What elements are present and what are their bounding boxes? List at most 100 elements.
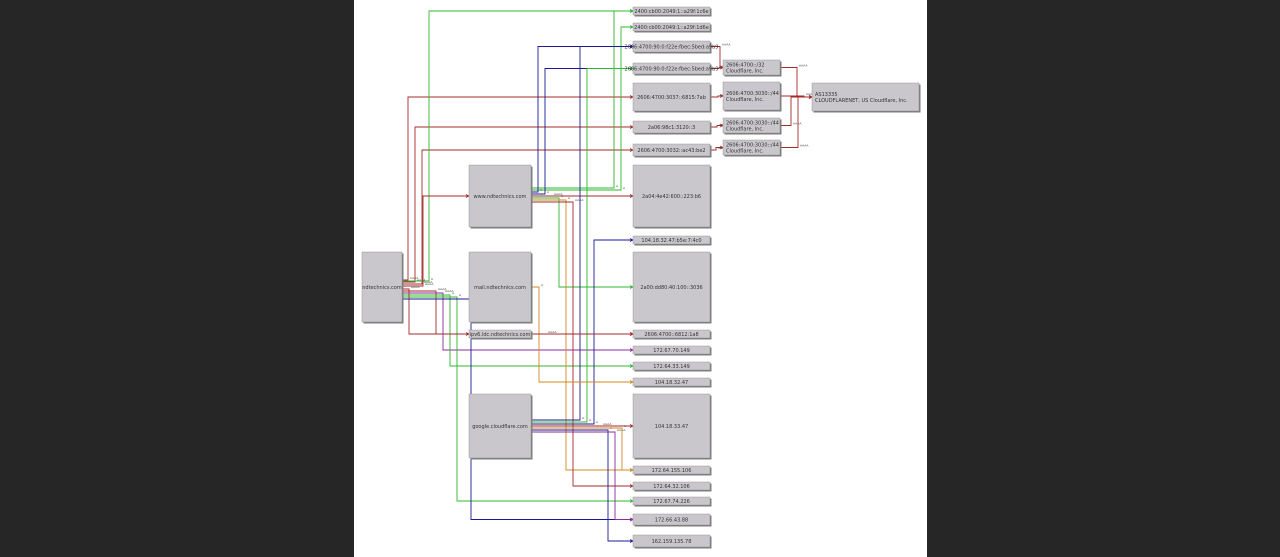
- edge-label: A: [547, 190, 550, 194]
- edge-root-n_pass: [402, 288, 469, 335]
- node-box: [722, 139, 781, 156]
- node-n_www[interactable]: www.ndtechnics.com: [468, 164, 533, 229]
- node-v6_2[interactable]: 2400:cb00:2049:1::a29f:1d6e: [632, 22, 712, 33]
- edge-n_google-v4_10: [531, 429, 633, 542]
- edge-label: A: [589, 418, 592, 422]
- node-label: 2606:4700:3030::/44: [726, 142, 779, 148]
- edge-n_www-v6_1: [531, 10, 633, 189]
- node-v6_5[interactable]: 2606:4700:3037::6815:7ab: [632, 82, 712, 113]
- node-label: 2400:cb00:2049:1::a29f:1c6e: [634, 9, 708, 15]
- edge-n_www-v4_6: [531, 199, 633, 471]
- node-box: [632, 377, 711, 387]
- node-v4_5[interactable]: 104.18.32.47: [632, 377, 712, 388]
- node-label: CLOUDFLARENET, US Cloudflare, Inc.: [815, 98, 908, 104]
- edge-n_mail-v4_5: [531, 286, 633, 383]
- node-box: [632, 513, 711, 526]
- node-box: [811, 82, 920, 112]
- node-v4_8[interactable]: 172.67.74.226: [632, 496, 712, 507]
- edge-label: AAAA: [425, 282, 434, 286]
- edge-label: A: [624, 424, 627, 428]
- node-v6_1[interactable]: 2400:cb00:2049:1::a29f:1c6e: [632, 6, 712, 17]
- node-box: [632, 329, 711, 339]
- node-label: google.cloudflare.com: [472, 424, 528, 430]
- node-label: Cloudflare, Inc.: [726, 126, 764, 132]
- node-n_pass[interactable]: ipv6.ldc.ndtechnics.com: [468, 329, 533, 340]
- edge-root-v6_1: [402, 10, 633, 282]
- node-label: ipv6.ldc.ndtechnics.com: [470, 332, 531, 338]
- node-box: [632, 465, 711, 475]
- edge-label: A: [616, 184, 619, 188]
- edge-v6_7-net_4: [710, 147, 723, 151]
- edge-n_google-v6_4: [531, 68, 633, 423]
- node-box: [632, 62, 711, 75]
- node-v6_3[interactable]: 2606:4700:90:0:f22e:fbec:5bed:a9b9: [625, 40, 719, 54]
- edge-root-v6_7: [402, 149, 633, 285]
- node-label: 104.18.32.47: [655, 380, 688, 386]
- node-v4_big3[interactable]: 104.18.33.47: [632, 393, 712, 460]
- node-v6_6[interactable]: 2a06:98c1:3120::3: [632, 120, 712, 135]
- node-n_mail[interactable]: mail.ndtechnics.com: [468, 251, 533, 324]
- node-box: [468, 251, 532, 323]
- node-label: 2606:4700:3030::/44: [726, 91, 779, 97]
- edge-label: A: [459, 293, 462, 297]
- node-label: Cloudflare, Inc.: [726, 68, 764, 74]
- node-v4_6[interactable]: 172.64.155.106: [632, 465, 712, 476]
- node-box: [468, 329, 532, 339]
- node-v6_big1[interactable]: 2a04:4e42:600::223:b6: [632, 164, 712, 229]
- node-box: [632, 164, 711, 228]
- node-box: [632, 6, 711, 16]
- node-label: 2606:4700:3030::/44: [726, 120, 779, 126]
- node-label: mail.ndtechnics.com: [474, 285, 526, 291]
- edge-root-v4_4: [402, 294, 633, 367]
- node-v4_9[interactable]: 172.66.43.88: [632, 513, 712, 527]
- node-box: [632, 534, 711, 548]
- edge-label: AAAA: [800, 144, 809, 148]
- node-label: 2606:4700::6812:1a8: [644, 332, 698, 338]
- edge-label: AAAA: [806, 92, 815, 96]
- node-v4_1[interactable]: 104.18.32.47:b5e:7:4c0: [632, 235, 712, 246]
- node-v4_4[interactable]: 172.64.33.149: [632, 361, 712, 372]
- node-label: 2606:4700:3032::ac43:be2: [637, 148, 705, 154]
- edge-label: AAAA: [548, 330, 557, 334]
- node-box: [632, 251, 711, 323]
- node-label: 172.67.70.149: [653, 348, 690, 354]
- node-v4_big2[interactable]: 2a00:dd80:40:100::3036: [632, 251, 712, 324]
- edge-root-v4_3: [402, 292, 633, 351]
- node-label: ndtechnics.com: [362, 285, 402, 291]
- node-label: 2a04:4e42:600::223:b6: [642, 194, 701, 200]
- node-box: [632, 235, 711, 245]
- node-v4_2[interactable]: 2606:4700::6812:1a8: [632, 329, 712, 340]
- node-v4_7[interactable]: 172.64.32.106: [632, 481, 712, 492]
- node-v6_7[interactable]: 2606:4700:3032::ac43:be2: [632, 143, 712, 158]
- node-box: [632, 481, 711, 491]
- node-root[interactable]: ndtechnics.com: [361, 251, 404, 324]
- edge-n_google-v4_1: [531, 239, 633, 425]
- node-n_google[interactable]: google.cloudflare.com: [468, 393, 533, 460]
- edge-label: A: [452, 291, 455, 295]
- node-label: Cloudflare, Inc.: [726, 97, 764, 103]
- edge-label: A: [623, 186, 626, 190]
- node-box: [632, 120, 711, 134]
- node-v6_4[interactable]: 2606:4700:90:0:f22e:fbec:5bed:a9b9: [625, 62, 719, 76]
- node-label: 2400:cb00:2049:1::a29f:1d6e: [634, 25, 709, 31]
- node-label: 172.66.43.88: [655, 517, 688, 523]
- node-label: 104.18.33.47: [655, 424, 688, 430]
- node-v4_10[interactable]: 162.159.135.78: [632, 534, 712, 549]
- node-box: [722, 81, 781, 111]
- edge-label: A: [596, 420, 599, 424]
- node-box: [632, 361, 711, 371]
- edge-n_www-v6_2: [531, 26, 633, 191]
- node-box: [722, 117, 781, 134]
- node-v4_3[interactable]: 172.67.70.149: [632, 345, 712, 356]
- node-label: 2606:4700:90:0:f22e:fbec:5bed:a9b9: [625, 44, 719, 50]
- node-box: [632, 22, 711, 32]
- node-box: [722, 59, 781, 76]
- edge-label: AAAA: [722, 43, 731, 47]
